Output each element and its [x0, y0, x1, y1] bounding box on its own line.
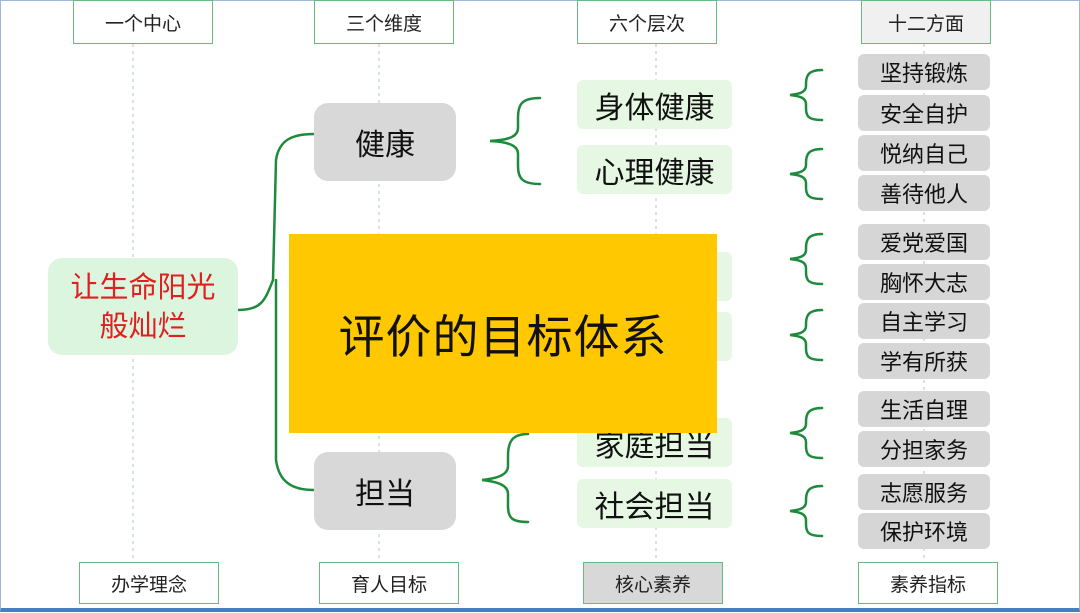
aspect-node-6: 胸怀大志 [858, 264, 990, 300]
level-node-physical-health: 身体健康 [577, 80, 732, 129]
aspect-node-7: 自主学习 [858, 303, 990, 339]
aspect-node-3: 悦纳自己 [858, 135, 990, 171]
dimension-node-health: 健康 [314, 103, 456, 181]
aspect-node-1: 坚持锻炼 [858, 54, 990, 90]
column-header-aspects: 十二方面 [861, 0, 991, 44]
center-node-line-1: 让生命阳光 [70, 269, 216, 304]
brace-health-levels [489, 96, 542, 186]
level-node-mental-health: 心理健康 [577, 145, 732, 194]
center-node: 让生命阳光 般灿烂 [48, 258, 238, 355]
brace-aspects-3 [789, 232, 824, 286]
aspect-node-5: 爱党爱国 [858, 224, 990, 260]
column-footer-core-literacy: 核心素养 [583, 562, 723, 604]
aspect-node-9: 生活自理 [858, 391, 990, 427]
column-header-levels: 六个层次 [577, 0, 717, 44]
center-to-dimensions-connector [236, 132, 316, 492]
aspect-node-11: 志愿服务 [858, 474, 990, 510]
aspect-node-2: 安全自护 [858, 95, 990, 131]
brace-aspects-6 [789, 484, 824, 538]
dimension-node-responsibility: 担当 [314, 452, 456, 530]
aspect-node-10: 分担家务 [858, 431, 990, 467]
aspect-node-8: 学有所获 [858, 343, 990, 379]
brace-aspects-1 [789, 68, 824, 122]
brace-responsibility-levels [481, 432, 530, 524]
overlay-title-box: 评价的目标体系 [289, 234, 717, 433]
column-footer-indicators: 素养指标 [858, 562, 998, 604]
center-node-line-2: 般灿烂 [99, 308, 187, 343]
brace-aspects-2 [789, 147, 824, 201]
brace-aspects-4 [789, 308, 824, 362]
aspect-node-12: 保护环境 [858, 513, 990, 549]
overlay-title: 评价的目标体系 [338, 309, 668, 364]
brace-aspects-5 [789, 406, 824, 460]
column-header-dimensions: 三个维度 [314, 0, 454, 44]
column-footer-goal: 育人目标 [319, 562, 459, 604]
column-footer-philosophy: 办学理念 [79, 562, 219, 604]
aspect-node-4: 善待他人 [858, 175, 990, 211]
column-header-center: 一个中心 [73, 0, 213, 44]
level-node-social-responsibility: 社会担当 [577, 479, 732, 528]
